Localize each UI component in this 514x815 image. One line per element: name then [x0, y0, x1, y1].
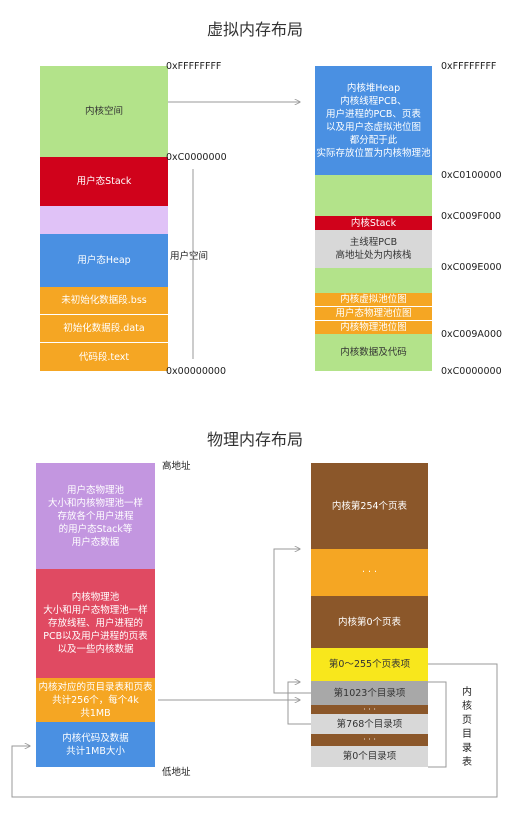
- low-address-label: 低地址: [162, 767, 191, 778]
- vleft-user-stack: 用户态Stack: [40, 157, 168, 206]
- vright-green-mid: [315, 268, 432, 293]
- vright-kernel-data-code: 内核数据及代码: [315, 334, 432, 371]
- vright-kernel-ppool-bitmap: 内核物理池位图: [315, 321, 432, 334]
- pleft-kernel-code-data: 内核代码及数据 共计1MB大小: [36, 722, 155, 767]
- vright-kernel-vpool-bitmap: 内核虚拟池位图: [315, 293, 432, 307]
- vleft-addr-bottom: 0x00000000: [166, 366, 227, 377]
- vleft-text: 代码段.text: [40, 343, 168, 371]
- pright-ellipsis-1: · · ·: [311, 705, 428, 714]
- vleft-addr-top: 0xFFFFFFFF: [166, 61, 222, 72]
- vleft-bss: 未初始化数据段.bss: [40, 287, 168, 315]
- vleft-kernel-space: 内核空间: [40, 66, 168, 157]
- pright-page-table-0: 内核第0个页表: [311, 596, 428, 648]
- pright-dir-entry-1023: 第1023个目录项: [311, 681, 428, 705]
- vleft-addr-kernel: 0xC0000000: [166, 152, 227, 163]
- pright-page-entries: 第0～255个页表项: [311, 648, 428, 681]
- vleft-user-heap: 用户态Heap: [40, 234, 168, 287]
- vright-addr-4: 0xC009A000: [441, 329, 503, 340]
- pright-ellipsis-2: · · ·: [311, 734, 428, 746]
- user-space-label: 用户空间: [170, 251, 209, 262]
- page-dir-vertical-label: 内核页目录表: [462, 687, 472, 768]
- vleft-gap: [40, 206, 168, 234]
- vright-addr-3: 0xC009E000: [441, 262, 502, 273]
- vright-addr-1: 0xC0100000: [441, 170, 502, 181]
- vright-addr-2: 0xC009F000: [441, 211, 502, 222]
- dir768-to-pt0: [287, 682, 311, 725]
- pleft-kernel-page-tables: 内核对应的页目录表和页表 共计256个，每个4k 共1MB: [36, 678, 155, 722]
- vright-kernel-heap: 内核堆Heap 内核线程PCB、 用户进程的PCB、页表 以及用户态虚拟池位图 …: [315, 66, 432, 175]
- vright-user-ppool-bitmap: 用户态物理池位图: [315, 307, 432, 321]
- vleft-data: 初始化数据段.data: [40, 315, 168, 343]
- pright-ellipsis-orange: · · ·: [311, 549, 428, 596]
- page-entries-to-kernel-code: [11, 663, 498, 798]
- pleft-user-ppool: 用户态物理池 大小和内核物理池一样 存放各个用户进程 的用户态Stack等 用户…: [36, 463, 155, 569]
- page-dir-bracket: [428, 681, 447, 768]
- vright-main-thread-pcb: 主线程PCB 高地址处为内核栈: [315, 230, 432, 268]
- physical-memory-title: 物理内存布局: [206, 430, 303, 449]
- vright-green-top: [315, 175, 432, 216]
- pright-dir-entry-768: 第768个目录项: [311, 714, 428, 734]
- vright-addr-0: 0xFFFFFFFF: [441, 61, 497, 72]
- pright-page-table-254: 内核第254个页表: [311, 463, 428, 549]
- virtual-memory-title: 虚拟内存布局: [206, 20, 303, 39]
- dir1023-to-pt254: [273, 549, 311, 694]
- pleft-kernel-ppool: 内核物理池 大小和用户态物理池一样 存放线程、用户进程的 PCB以及用户进程的页…: [36, 569, 155, 678]
- vright-addr-5: 0xC0000000: [441, 366, 502, 377]
- pright-dir-entry-0: 第0个目录项: [311, 746, 428, 767]
- vright-kernel-stack: 内核Stack: [315, 216, 432, 230]
- high-address-label: 高地址: [162, 461, 191, 472]
